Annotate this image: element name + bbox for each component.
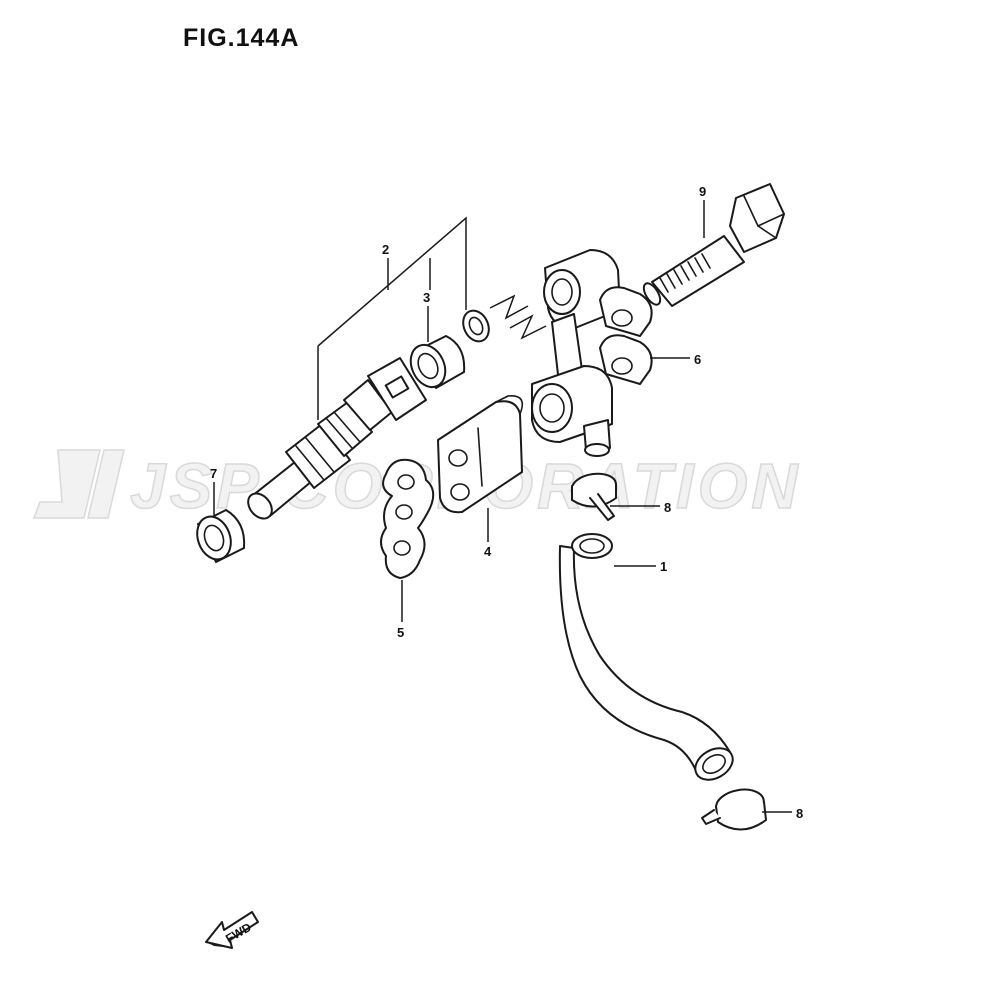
callout-1: 1: [660, 559, 667, 574]
part-1-hose: [558, 533, 734, 781]
callout-9: 9: [699, 184, 706, 199]
callout-8-upper: 8: [664, 500, 671, 515]
fwd-arrow-shadow-icon: [206, 942, 232, 948]
watermark-logo-icon: [32, 449, 125, 519]
part-3-bushing: [409, 335, 466, 389]
part-9-bolt: [642, 183, 785, 307]
part-8-clamp-upper: [571, 472, 617, 521]
callout-8-lower: 8: [796, 806, 803, 821]
callout-3: 3: [423, 290, 430, 305]
callout-7: 7: [210, 466, 217, 481]
part-5-gasket: [380, 458, 435, 579]
part-4-flange: [437, 395, 524, 514]
figure-title: FIG.144A: [183, 24, 300, 52]
leader-lines: [213, 200, 792, 813]
part-6-bracket: [531, 249, 653, 457]
break-line: [489, 294, 529, 320]
callout-4: 4: [484, 544, 492, 559]
part-2-fitting: [247, 357, 427, 520]
o-ring: [462, 309, 490, 343]
part-8-clamp-lower: [701, 788, 767, 831]
callout-5: 5: [397, 625, 404, 640]
callout-2: 2: [382, 242, 389, 257]
fwd-arrow: FWD: [205, 911, 259, 949]
callout-6: 6: [694, 352, 701, 367]
part-7-grommet: [196, 509, 246, 563]
break-line-lower: [509, 314, 547, 340]
